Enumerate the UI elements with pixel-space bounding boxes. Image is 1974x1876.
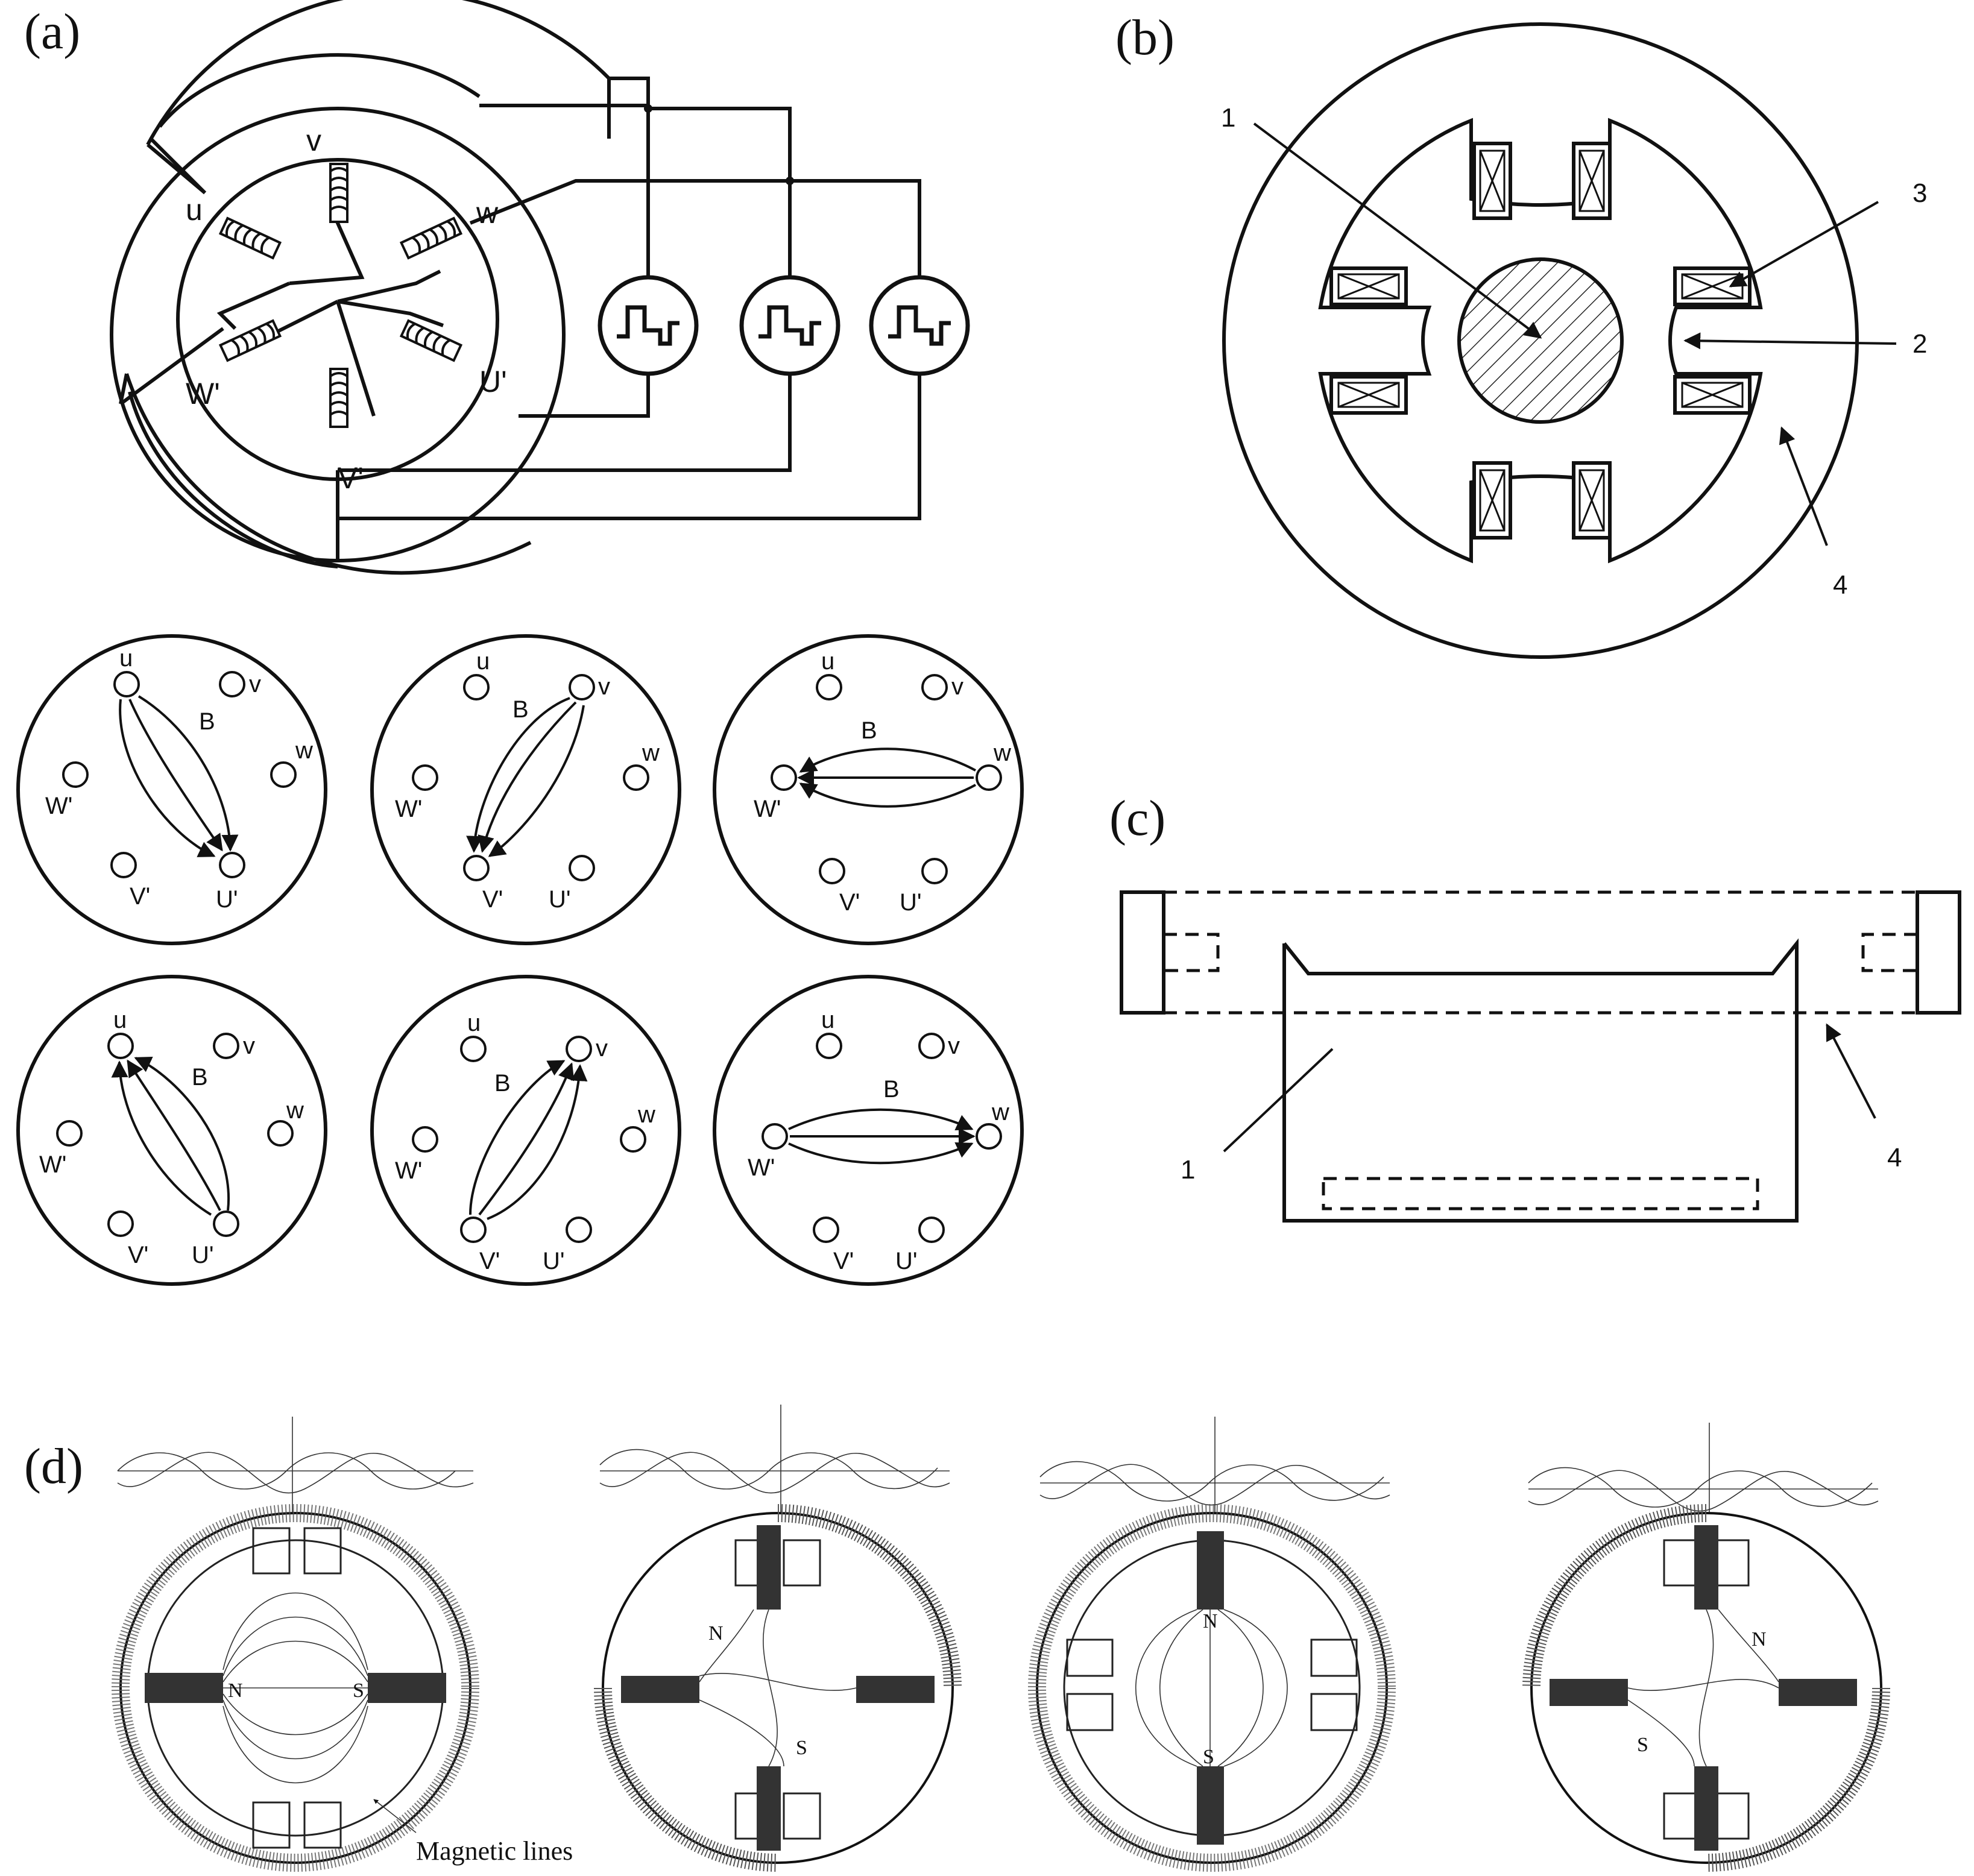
field-1-v: v <box>249 671 261 697</box>
cross-1-n: N <box>228 1679 243 1702</box>
motor-b-diagram: 1 3 2 4 <box>1221 22 1927 659</box>
field-3-up: U' <box>900 889 922 916</box>
field-6-w: w <box>991 1099 1009 1125</box>
field-diagrams: B u v w W' V' U' B u v w W' V' U' <box>16 634 1024 1286</box>
field-5-w: w <box>637 1101 655 1128</box>
waveform-2 <box>599 1405 950 1513</box>
motor-c-diagram: 1 4 <box>1120 890 1961 1223</box>
field-4-w: w <box>286 1097 304 1124</box>
magnetic-lines-label: Magnetic lines <box>416 1836 573 1866</box>
field-5-v: v <box>596 1035 608 1062</box>
field-cross-section-3: N S <box>1028 1504 1396 1872</box>
panel-label-c: (c) <box>1109 790 1165 846</box>
field-6-vp: V' <box>833 1248 854 1274</box>
coil-label-v-prime: V' <box>338 461 364 495</box>
field-2-b: B <box>512 696 529 723</box>
field-3-w: w <box>993 740 1011 766</box>
motor-a-diagram: v u w W' U' V' <box>110 0 968 575</box>
coil-label-u-prime: U' <box>479 365 507 398</box>
field-4-u: u <box>113 1007 127 1033</box>
panel-label-b: (b) <box>1115 10 1175 66</box>
field-diagram-1: B u v w W' V' U' <box>16 634 327 945</box>
panel-label-a: (a) <box>24 4 80 60</box>
field-4-wp: W' <box>39 1151 66 1178</box>
coil-label-w-prime: W' <box>186 377 220 411</box>
field-5-vp: V' <box>479 1248 500 1274</box>
field-4-v: v <box>243 1033 255 1059</box>
field-5-u: u <box>467 1010 481 1036</box>
coil-label-v: v <box>306 124 321 157</box>
field-3-wp: W' <box>754 796 781 822</box>
field-1-b: B <box>199 708 215 735</box>
field-1-vp: V' <box>130 883 150 910</box>
field-diagram-2: B u v w W' V' U' <box>370 634 681 945</box>
coil-label-u: u <box>186 193 203 227</box>
field-6-u: u <box>821 1007 834 1033</box>
field-diagram-5: B u v w W' V' U' <box>370 975 681 1286</box>
motor-c-label-1: 1 <box>1181 1155 1195 1185</box>
field-2-up: U' <box>549 886 571 913</box>
field-4-up: U' <box>192 1242 214 1268</box>
field-2-v: v <box>598 673 610 700</box>
field-6-up: U' <box>895 1248 918 1274</box>
field-1-up: U' <box>216 886 238 913</box>
field-4-b: B <box>192 1064 208 1091</box>
motor-b-label-3: 3 <box>1913 178 1927 208</box>
field-6-v: v <box>948 1033 960 1059</box>
field-1-u: u <box>119 645 133 672</box>
field-cross-section-4: N S <box>1522 1504 1890 1872</box>
cross-3-n: N <box>1203 1610 1218 1632</box>
cross-2-n: N <box>708 1622 724 1645</box>
cross-2-s: S <box>796 1737 807 1759</box>
field-5-b: B <box>494 1070 511 1097</box>
waveform-4 <box>1528 1423 1879 1561</box>
cross-1-s: S <box>353 1679 364 1702</box>
cross-4-s: S <box>1637 1734 1648 1756</box>
field-3-b: B <box>861 717 877 744</box>
field-6-wp: W' <box>748 1154 775 1181</box>
field-3-vp: V' <box>839 889 860 916</box>
panel-label-d: (d) <box>24 1438 83 1494</box>
field-2-w: w <box>642 740 660 766</box>
cross-4-n: N <box>1752 1628 1767 1651</box>
field-5-up: U' <box>543 1248 565 1274</box>
field-2-wp: W' <box>395 796 422 822</box>
field-5-wp: W' <box>395 1157 422 1184</box>
field-3-v: v <box>951 673 963 700</box>
motor-b-label-4: 4 <box>1833 570 1847 600</box>
field-1-w: w <box>295 737 313 764</box>
motor-c-label-4: 4 <box>1887 1143 1902 1172</box>
field-cross-section-1: N S Magnetic lines <box>112 1504 573 1872</box>
field-4-vp: V' <box>128 1242 148 1268</box>
field-diagram-4: B u v w W' V' U' <box>16 975 327 1286</box>
field-diagram-6: B u v w W' V' U' <box>713 975 1024 1286</box>
cross-3-s: S <box>1203 1746 1214 1768</box>
field-cross-section-2: N S <box>594 1504 962 1872</box>
field-6-b: B <box>883 1076 900 1103</box>
field-2-u: u <box>476 648 490 675</box>
field-2-vp: V' <box>482 886 503 913</box>
motor-b-label-2: 2 <box>1913 329 1927 359</box>
field-diagram-3: B u v w W' V' U' <box>713 634 1024 945</box>
field-1-wp: W' <box>45 793 72 819</box>
field-3-u: u <box>821 648 834 675</box>
motor-b-label-1: 1 <box>1221 103 1235 133</box>
